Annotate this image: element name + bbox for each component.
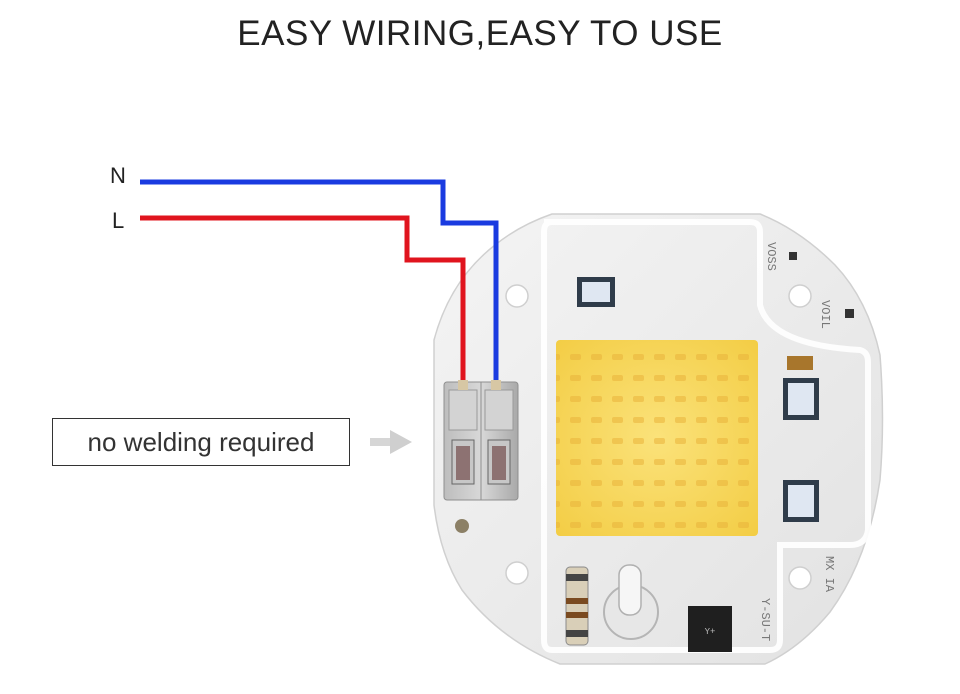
neutral-wire <box>140 179 499 385</box>
headline: EASY WIRING,EASY TO USE <box>237 14 723 53</box>
capacitor-component <box>603 564 659 640</box>
live-wire <box>140 215 466 385</box>
fuse-component <box>565 566 589 646</box>
led-chip <box>556 340 758 536</box>
live-label: L <box>112 208 125 233</box>
marking-code: Y-SU-T <box>758 598 772 641</box>
terminal-block <box>443 381 519 501</box>
silkscreen-markings: VOSS VOIL MX IA Y-SU-T <box>758 242 836 641</box>
marking-max: MX IA <box>822 556 836 593</box>
neutral-label: N <box>110 163 126 188</box>
wiring <box>140 179 501 390</box>
callout-box: no welding required <box>52 418 350 466</box>
callout-text: no welding required <box>87 426 315 457</box>
mounting-holes <box>455 284 812 590</box>
svg-text:Y+: Y+ <box>705 627 716 637</box>
marking-voltage: VOSS <box>764 242 778 271</box>
marking-current: VOIL <box>818 300 832 329</box>
callout-arrow-icon <box>370 430 412 454</box>
smd-components: Y+ <box>577 252 854 652</box>
